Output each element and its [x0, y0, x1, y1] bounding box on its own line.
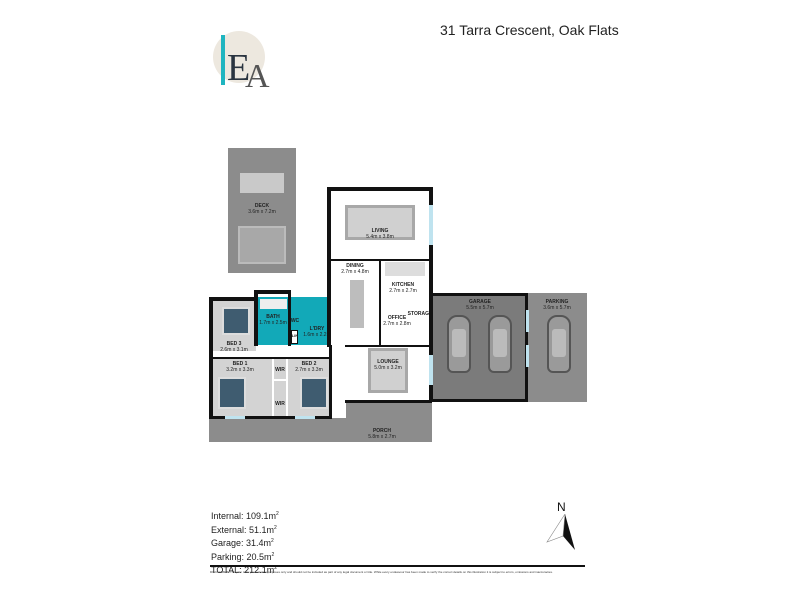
room-bed1 [212, 359, 272, 417]
room-bath [257, 297, 290, 345]
room-wir-2 [274, 381, 286, 417]
compass-label: N [557, 500, 566, 514]
north-compass-icon: N [545, 500, 577, 552]
company-logo: E A [213, 25, 273, 95]
room-deck [228, 148, 296, 273]
room-linen [291, 330, 298, 344]
svg-text:A: A [245, 58, 270, 93]
room-label-wir-2: WIR [275, 401, 285, 407]
room-porch [209, 418, 432, 442]
area-total: TOTAL: 212.1m2 [211, 565, 277, 575]
svg-text:E: E [227, 47, 250, 89]
room-bed3 [212, 301, 256, 351]
footer-divider [210, 565, 585, 567]
property-address: 31 Tarra Crescent, Oak Flats [440, 22, 619, 38]
room-label-linen: LIN [291, 333, 299, 338]
area-internal: Internal: 109.1m2 [211, 511, 279, 521]
area-garage: Garage: 31.4m2 [211, 538, 274, 548]
room-wir-1 [274, 359, 286, 379]
room-kitchen [380, 260, 430, 308]
room-label-wir-1: WIR [275, 367, 285, 373]
car-icon [447, 315, 471, 373]
car-icon [547, 315, 571, 373]
room-office [381, 310, 411, 343]
room-bed2 [288, 359, 331, 417]
area-parking: Parking: 20.5m2 [211, 551, 275, 562]
room-label-storage: STORAGE [407, 311, 433, 317]
area-summary: Internal: 109.1m2 External: 51.1m2 Garag… [211, 509, 279, 577]
room-label-wc: WC [290, 318, 300, 324]
disclaimer-text: DISCLAIMER: This plan is for presentatio… [210, 570, 553, 574]
car-icon [488, 315, 512, 373]
area-external: External: 51.1m2 [211, 524, 277, 535]
